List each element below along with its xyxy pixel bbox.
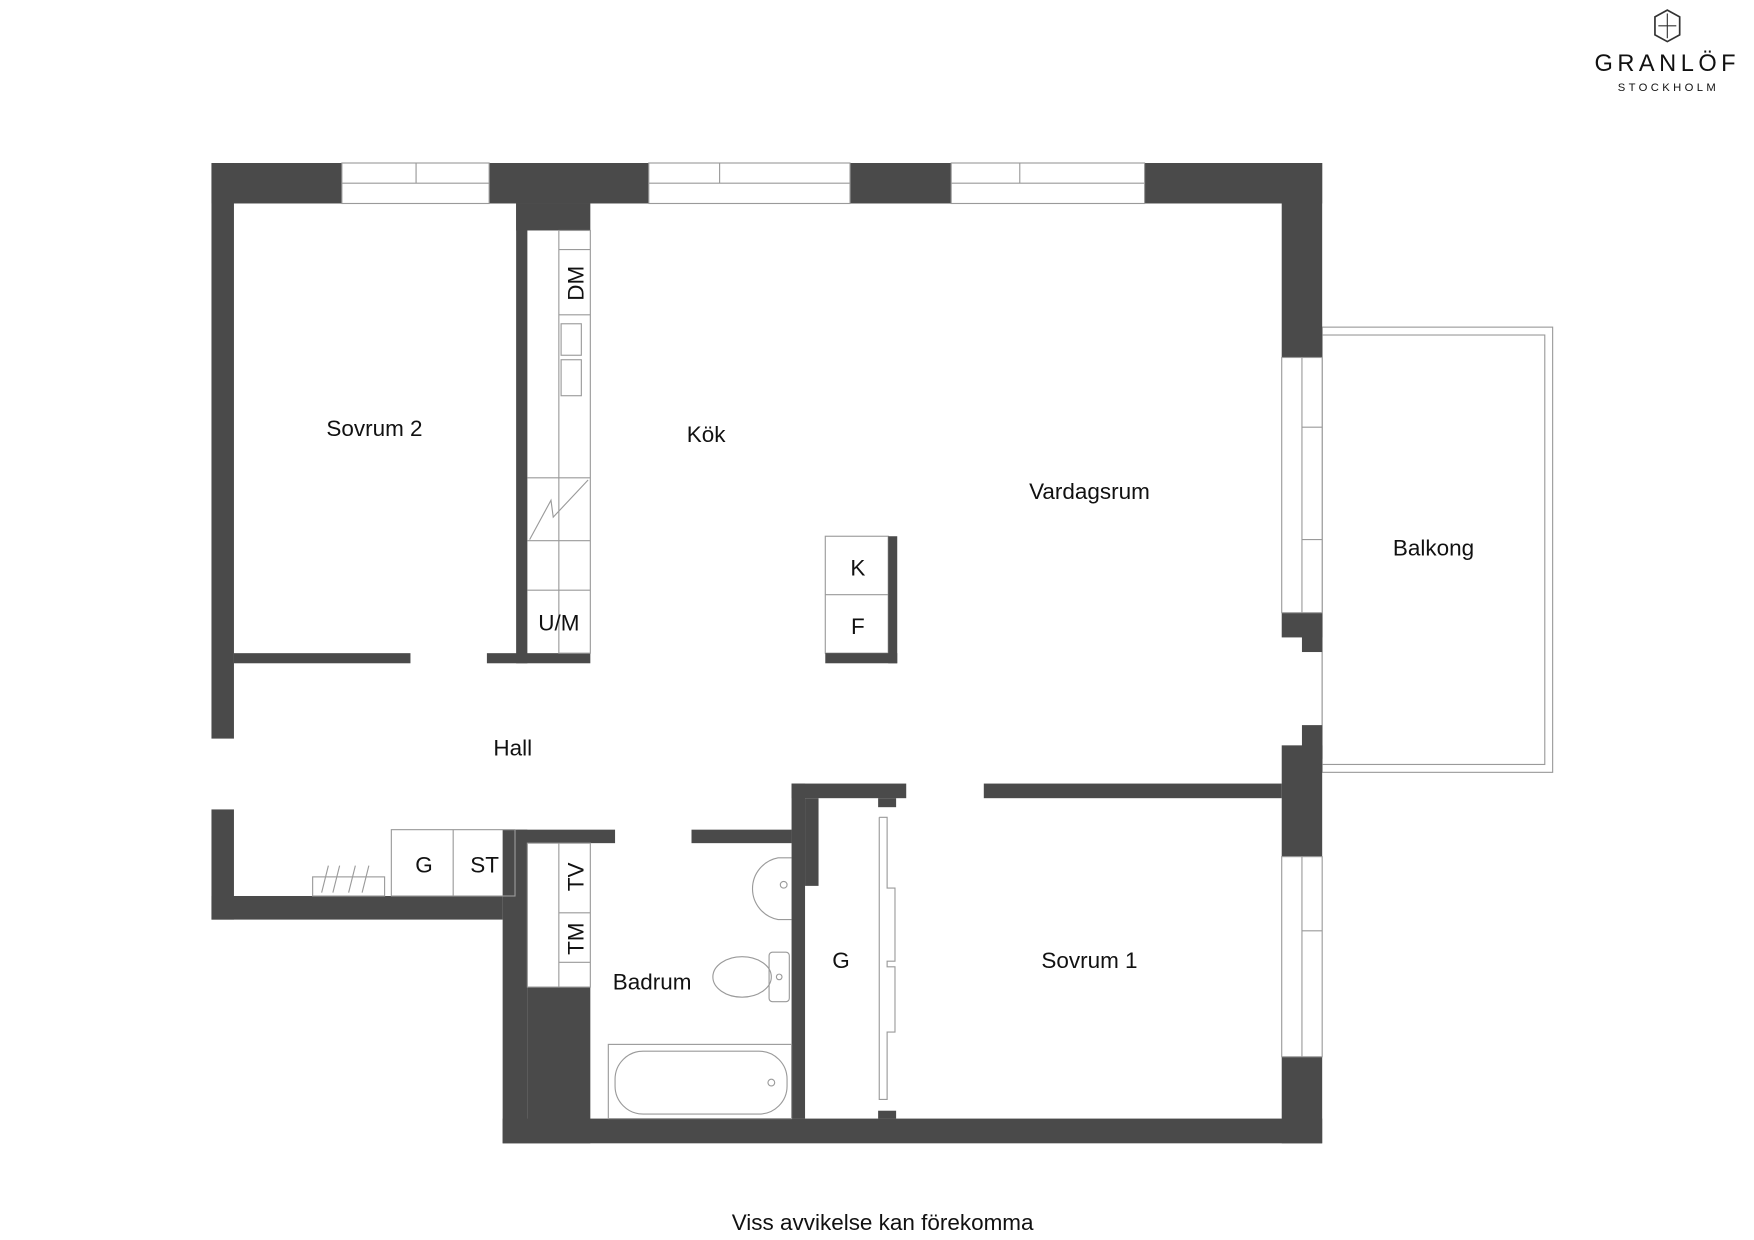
fixture-dm: DM (564, 266, 589, 301)
fixture-tv: TV (564, 863, 589, 892)
closet-doors: G (832, 816, 896, 1101)
fixture-f: F (851, 614, 865, 639)
room-vardagsrum: Vardagsrum (1029, 479, 1150, 504)
bathroom-fixtures: TV TM (526, 842, 793, 1120)
fixture-g-closet: G (832, 948, 849, 973)
logo-brand: GRANLÖF (1595, 50, 1741, 77)
fixture-st: ST (470, 852, 499, 877)
balcony (1321, 326, 1554, 773)
logo-city: STOCKHOLM (1618, 82, 1719, 94)
kitchen-cabinets: DM U/M (527, 229, 591, 654)
fixture-um: U/M (538, 611, 579, 636)
room-hall: Hall (493, 735, 532, 760)
kitchen-island: K F (824, 535, 898, 664)
room-sovrum-2: Sovrum 2 (326, 416, 422, 441)
toilet-icon (712, 951, 790, 1003)
fixture-g-hall: G (415, 852, 432, 877)
room-balkong: Balkong (1393, 535, 1474, 560)
logo: GRANLÖF STOCKHOLM (1595, 9, 1741, 94)
fixture-k: K (850, 556, 865, 581)
bathtub-icon (607, 1043, 793, 1120)
room-sovrum-1: Sovrum 1 (1041, 948, 1137, 973)
sink-icon (752, 857, 792, 921)
windows (341, 162, 1323, 1058)
disclaimer: Viss avvikelse kan förekomma (732, 1210, 1034, 1235)
room-kok: Kök (687, 422, 726, 447)
room-badrum: Badrum (613, 969, 692, 994)
walls (211, 163, 1323, 1144)
hall-wardrobe: G ST (312, 829, 516, 897)
fixture-tm: TM (564, 922, 589, 954)
logo-emblem-icon (1654, 9, 1681, 43)
